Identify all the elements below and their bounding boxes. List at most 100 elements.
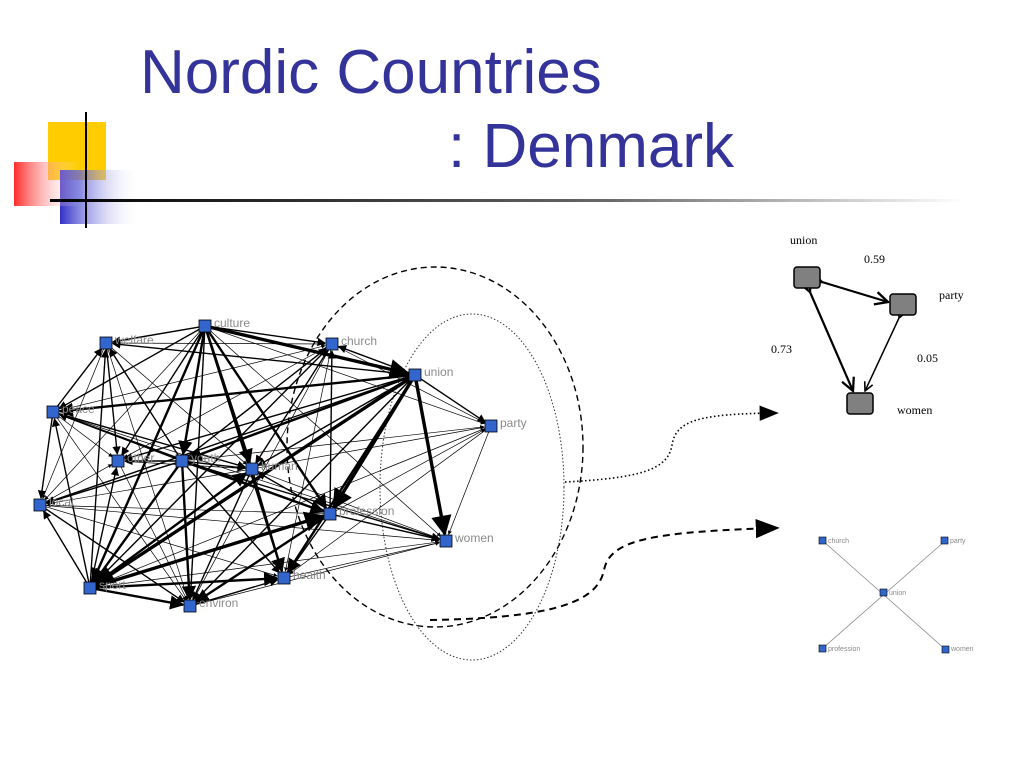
edge-sport-peace: [51, 418, 90, 583]
node-youth: [175, 454, 189, 468]
star-node-profession: [818, 644, 827, 653]
edge-union-environ: [194, 378, 412, 602]
node-label-party: party: [500, 416, 527, 430]
edge-welfare-local: [42, 348, 105, 499]
star-label-union: union: [889, 590, 906, 597]
edge-youth-women: [187, 462, 441, 541]
edge-local-environ: [44, 507, 185, 603]
edge-youth-local: [45, 462, 177, 505]
edge-sport-human: [94, 472, 248, 586]
edge-youth-health: [185, 465, 280, 574]
edge-profession-health: [287, 518, 328, 573]
edge-environ-women: [195, 541, 440, 605]
edge-local-women: [45, 505, 440, 543]
edge-union-sport: [94, 376, 411, 586]
edge-culture-union: [210, 325, 411, 380]
edge-welfare-environ: [107, 348, 189, 600]
edge-union-party: [822, 282, 888, 302]
edge-sport-local: [43, 510, 88, 584]
edge-youth-sport: [93, 465, 180, 584]
node-label-human: human: [261, 459, 298, 473]
edge-church-human: [255, 348, 330, 464]
node-environ: [183, 599, 197, 613]
node-label-culture: culture: [214, 316, 250, 330]
edge-union-health: [286, 379, 413, 574]
edge-church-other: [123, 346, 327, 458]
edge-youth-church: [186, 347, 328, 458]
node-label-women: women: [454, 531, 494, 545]
subnet-label-women: women: [897, 403, 932, 417]
subnet-node-union: [793, 266, 821, 289]
edge-local-health: [45, 506, 278, 577]
edge-sport-welfare: [89, 349, 110, 583]
node-label-peace: peace: [62, 402, 95, 416]
network-edges: [37, 325, 490, 610]
node-label-youth: youth: [191, 451, 220, 465]
edge-youth-welfare: [109, 348, 180, 457]
edge-profession-church: [327, 350, 337, 509]
edge-local-other: [45, 464, 113, 503]
edge-youth-environ: [181, 466, 197, 601]
edge-welfare-human: [110, 346, 248, 465]
edge-sport-women: [95, 540, 440, 588]
edge-welfare-other: [105, 348, 121, 455]
edge-profession-women: [335, 514, 441, 542]
edge-sport-other: [90, 467, 119, 583]
edge-peace-welfare: [56, 347, 103, 408]
edge-peace-church: [58, 344, 326, 411]
edge-human-environ: [192, 474, 251, 601]
node-label-sport: sport: [99, 578, 126, 592]
edge-profession-party: [335, 429, 486, 512]
edge-culture-local: [44, 330, 202, 501]
edge-environ-health: [195, 578, 279, 605]
edge-union-party: [419, 377, 486, 423]
star-diagram: church party union profession women: [818, 536, 974, 654]
header-decoration: [14, 112, 965, 228]
node-label-environ: environ: [199, 596, 238, 610]
star-node-party: [940, 536, 949, 545]
node-sport: [83, 581, 97, 595]
edge-union-church: [337, 345, 410, 374]
edge-party-women: [865, 318, 899, 391]
node-union: [408, 368, 422, 382]
edge-other-environ: [120, 466, 188, 601]
edge-sport-environ: [95, 587, 185, 610]
title-line-1: Nordic Countries: [140, 38, 602, 107]
node-profession: [323, 507, 337, 521]
subnet-node-party: [889, 293, 917, 316]
node-peace: [46, 405, 60, 419]
dashed-ellipse: [286, 266, 584, 628]
subnet-diagram: union party women 0.59 0.73 0.05: [771, 233, 964, 417]
node-label-welfare: welfare: [114, 333, 154, 347]
edge-sport-profession: [95, 511, 326, 588]
edge-union-women: [414, 380, 452, 537]
edge-union-women: [810, 292, 853, 391]
edge-culture-sport: [91, 331, 204, 583]
star-node-union: [879, 588, 888, 597]
edge-peace-human: [58, 412, 247, 470]
edge-youth-human: [187, 460, 246, 472]
dotted-ellipse: [379, 313, 565, 661]
subnet-label-party: party: [939, 288, 964, 302]
edge-culture-human: [205, 331, 253, 464]
node-other: [111, 454, 125, 468]
red-square-decoration: [14, 162, 80, 206]
edge-union-welfare: [112, 340, 410, 376]
edge-weight-party-women: 0.05: [917, 351, 938, 365]
node-label-union: union: [424, 365, 453, 379]
title-line-2: : Denmark: [448, 112, 734, 181]
edge-profession-peace: [58, 413, 325, 513]
star-label-profession: profession: [828, 646, 860, 653]
edge-weight-union-party: 0.59: [864, 252, 885, 266]
edge-peace-other: [57, 415, 113, 458]
edge-culture-welfare: [112, 326, 200, 345]
edge-peace-environ: [56, 416, 187, 601]
dotted-connector-arrow: [564, 405, 779, 483]
edge-profession-environ: [194, 516, 326, 604]
edge-culture-peace: [58, 328, 201, 410]
star-node-women: [941, 645, 950, 654]
edge-human-party: [257, 425, 485, 469]
edge-health-women: [289, 541, 440, 578]
edge-party-sport: [96, 427, 486, 586]
